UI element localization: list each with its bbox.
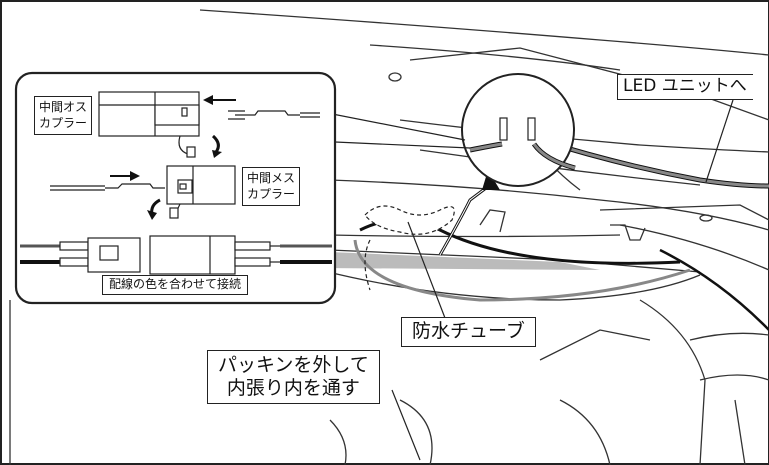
female-coupler-drawing (50, 165, 236, 219)
waterproof-tube-label: 防水チューブ (401, 317, 536, 347)
packing-instruction-label: パッキンを外して 内張り内を通す (207, 350, 380, 404)
male-coupler-label: 中間オス カプラー (34, 96, 93, 136)
waterproof-tube (364, 205, 455, 235)
car-interior-lines (9, 9, 769, 465)
wire-outer (539, 137, 769, 189)
female-coupler-line-1: 中間メス (247, 171, 296, 185)
female-coupler-line-2: カプラー (247, 186, 296, 201)
wire-up-inner (439, 184, 491, 256)
packing-line-1: パッキンを外して (218, 354, 369, 376)
leader-lines (391, 99, 734, 461)
zoom-circle (461, 73, 575, 187)
left-arrow (203, 95, 213, 105)
rotate-arrow-2 (147, 210, 157, 220)
wire-color-note: 配線の色を合わせて接続 (102, 275, 249, 295)
zoom-detail (469, 117, 576, 171)
zoom-line-top (311, 109, 466, 141)
female-coupler-label: 中間メス カプラー (242, 167, 301, 207)
rotate-arrow-1 (212, 150, 222, 158)
packing-line-2: 内張り内を通す (226, 376, 360, 399)
led-unit-label: LED ユニットへ (617, 74, 753, 100)
joined-couplers (20, 235, 332, 275)
male-coupler-line-1: 中間オス (39, 100, 88, 114)
zoom-line-bottom (334, 141, 471, 149)
right-arrow (130, 171, 140, 181)
trim-shade (320, 252, 600, 270)
wire-gray (539, 138, 769, 188)
male-coupler-line-2: カプラー (39, 115, 88, 130)
wire-gray-2 (353, 239, 691, 302)
male-coupler-drawing (98, 91, 320, 158)
